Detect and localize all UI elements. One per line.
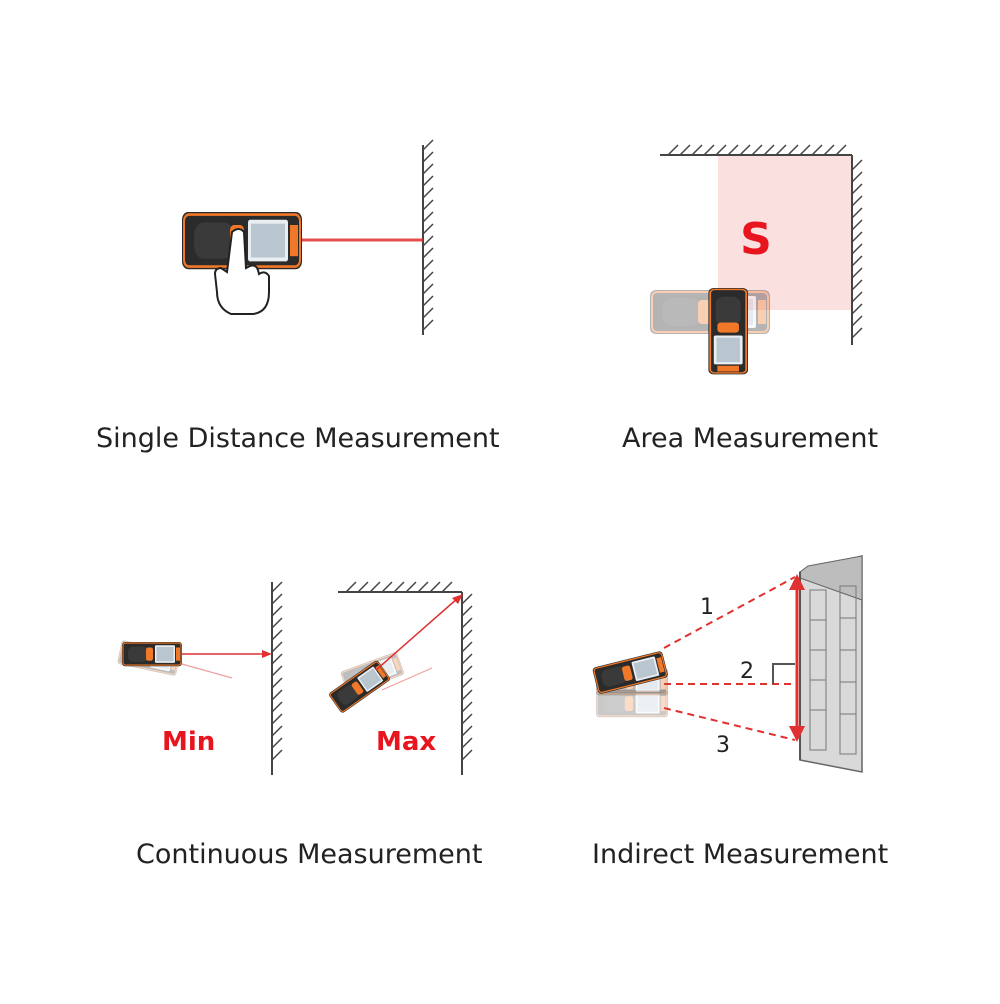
caption-area: Area Measurement — [622, 423, 878, 454]
panel-single-distance — [180, 139, 434, 335]
step-1-label: 1 — [700, 595, 714, 620]
laser-beam-ghost — [381, 667, 433, 691]
panel-area — [649, 144, 863, 376]
arrow-head — [452, 594, 463, 604]
arrow-head — [789, 574, 805, 590]
wall-hatch-icon — [461, 593, 473, 761]
caption-indirect: Indirect Measurement — [592, 839, 888, 870]
panel-indirect — [591, 555, 863, 773]
wall-hatch-icon — [345, 581, 453, 593]
laser-path-1 — [663, 576, 796, 649]
arrow-head — [789, 726, 805, 742]
max-label: Max — [376, 727, 436, 757]
laser-meter-icon — [121, 641, 183, 667]
min-label: Min — [162, 727, 215, 757]
laser-meter-icon — [707, 287, 749, 376]
pointing-hand-icon — [213, 228, 270, 315]
area-fill — [718, 155, 851, 310]
caption-single-distance: Single Distance Measurement — [96, 423, 500, 454]
wall-hatch-icon — [271, 581, 283, 761]
wall-hatch-icon — [422, 139, 434, 331]
laser-path-3 — [663, 707, 796, 741]
step-3-label: 3 — [716, 733, 730, 758]
step-2-label: 2 — [740, 659, 754, 684]
right-angle-marker — [772, 663, 795, 684]
building-icon — [799, 555, 863, 773]
panel-continuous — [116, 581, 473, 775]
area-symbol: S — [740, 214, 772, 265]
arrow-head — [262, 650, 272, 658]
laser-beam-ghost — [181, 663, 233, 679]
caption-continuous: Continuous Measurement — [136, 839, 482, 870]
laser-beam — [375, 597, 459, 671]
wall-hatch-icon — [851, 159, 863, 339]
wall-hatch-icon — [667, 144, 847, 156]
